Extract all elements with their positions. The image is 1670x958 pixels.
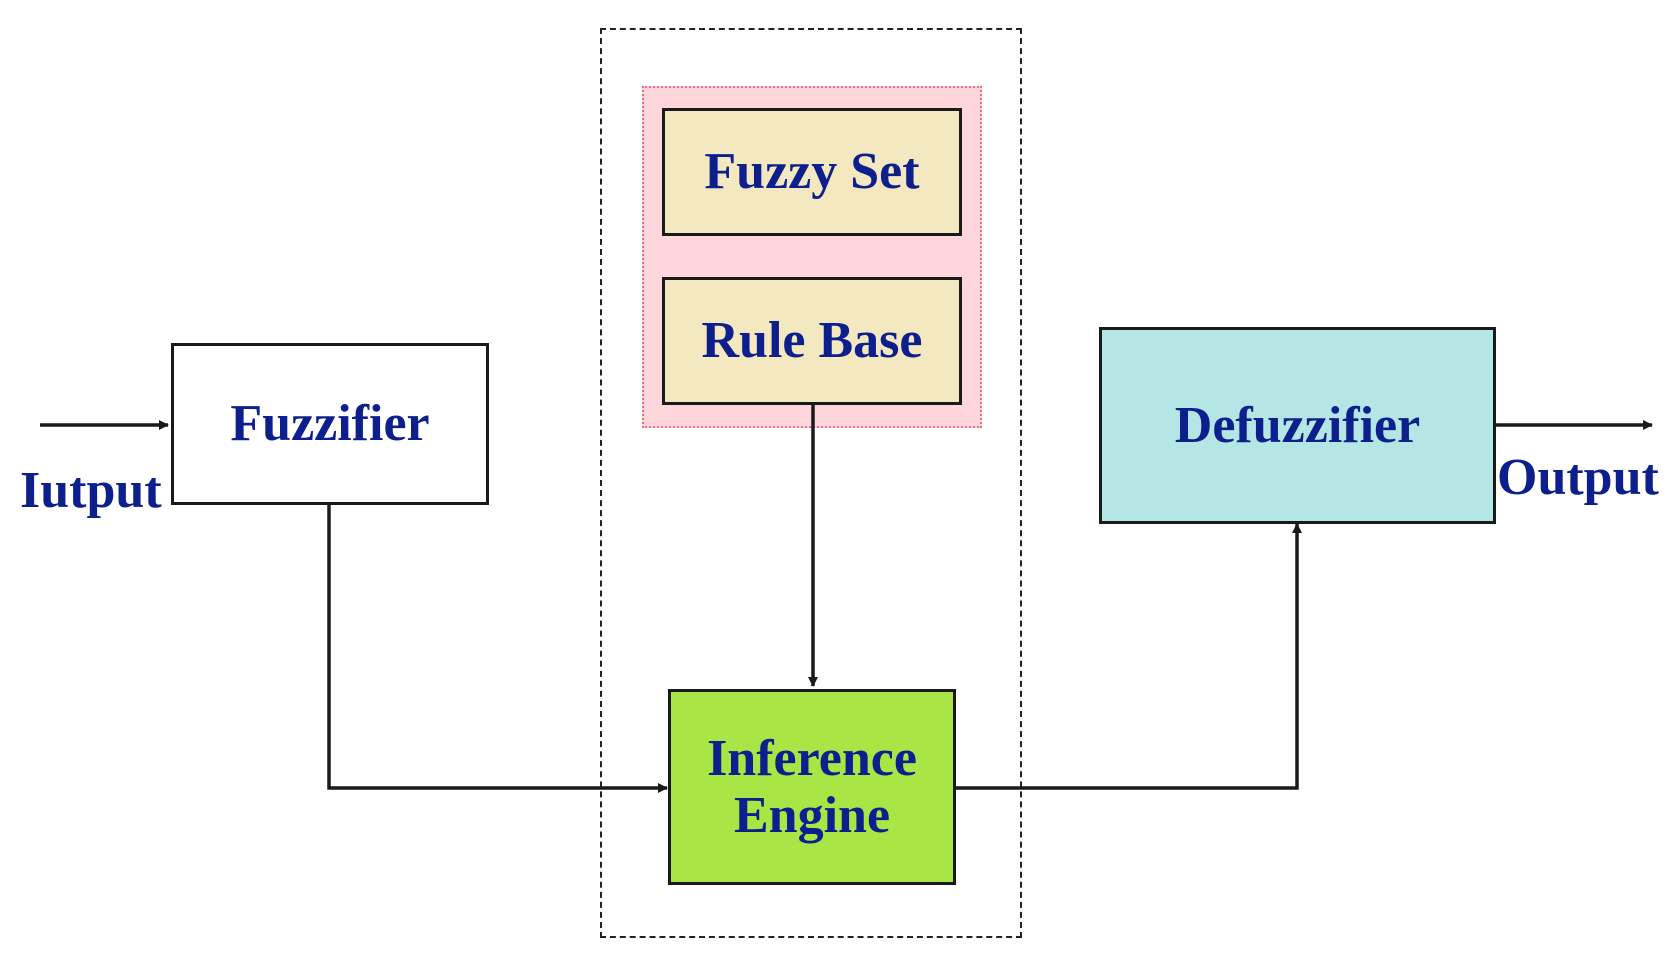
- fuzzifier-node: Fuzzifier: [171, 343, 489, 505]
- output-label: Output: [1497, 449, 1659, 506]
- rule-base-node: Rule Base: [662, 277, 962, 405]
- defuzzifier-label: Defuzzifier: [1174, 396, 1421, 454]
- rule-base-label: Rule Base: [701, 312, 923, 370]
- fuzzy-system-group: [600, 28, 1022, 938]
- fuzzifier-label: Fuzzifier: [230, 395, 430, 453]
- inference-engine-node: Inference Engine: [668, 689, 956, 885]
- input-label: Iutput: [20, 462, 162, 519]
- inference-engine-label-line2: Engine: [733, 787, 891, 844]
- fuzzy-set-label: Fuzzy Set: [704, 143, 920, 201]
- edge-fuzzifier-to-inference: [327, 505, 668, 793]
- edge-inference-to-defuzzifier: [954, 523, 1302, 790]
- fuzzy-set-node: Fuzzy Set: [662, 108, 962, 236]
- defuzzifier-node: Defuzzifier: [1099, 327, 1496, 524]
- inference-engine-label-line1: Inference: [707, 729, 917, 787]
